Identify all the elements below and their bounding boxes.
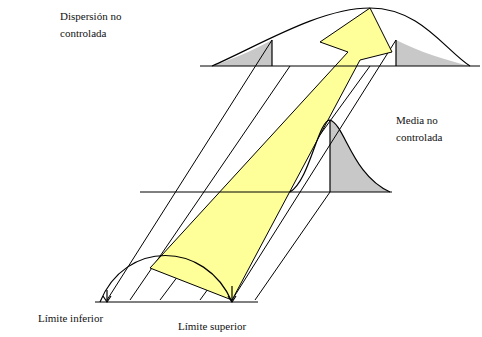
shift-arrow (150, 8, 392, 300)
limit-label: Límite superior (178, 318, 298, 335)
annotation-label: Media no controlada (396, 112, 456, 145)
tail-shading (396, 40, 470, 66)
limit-label: Límite inferior (38, 310, 158, 327)
annotation-label: Dispersión no controlada (60, 8, 160, 41)
